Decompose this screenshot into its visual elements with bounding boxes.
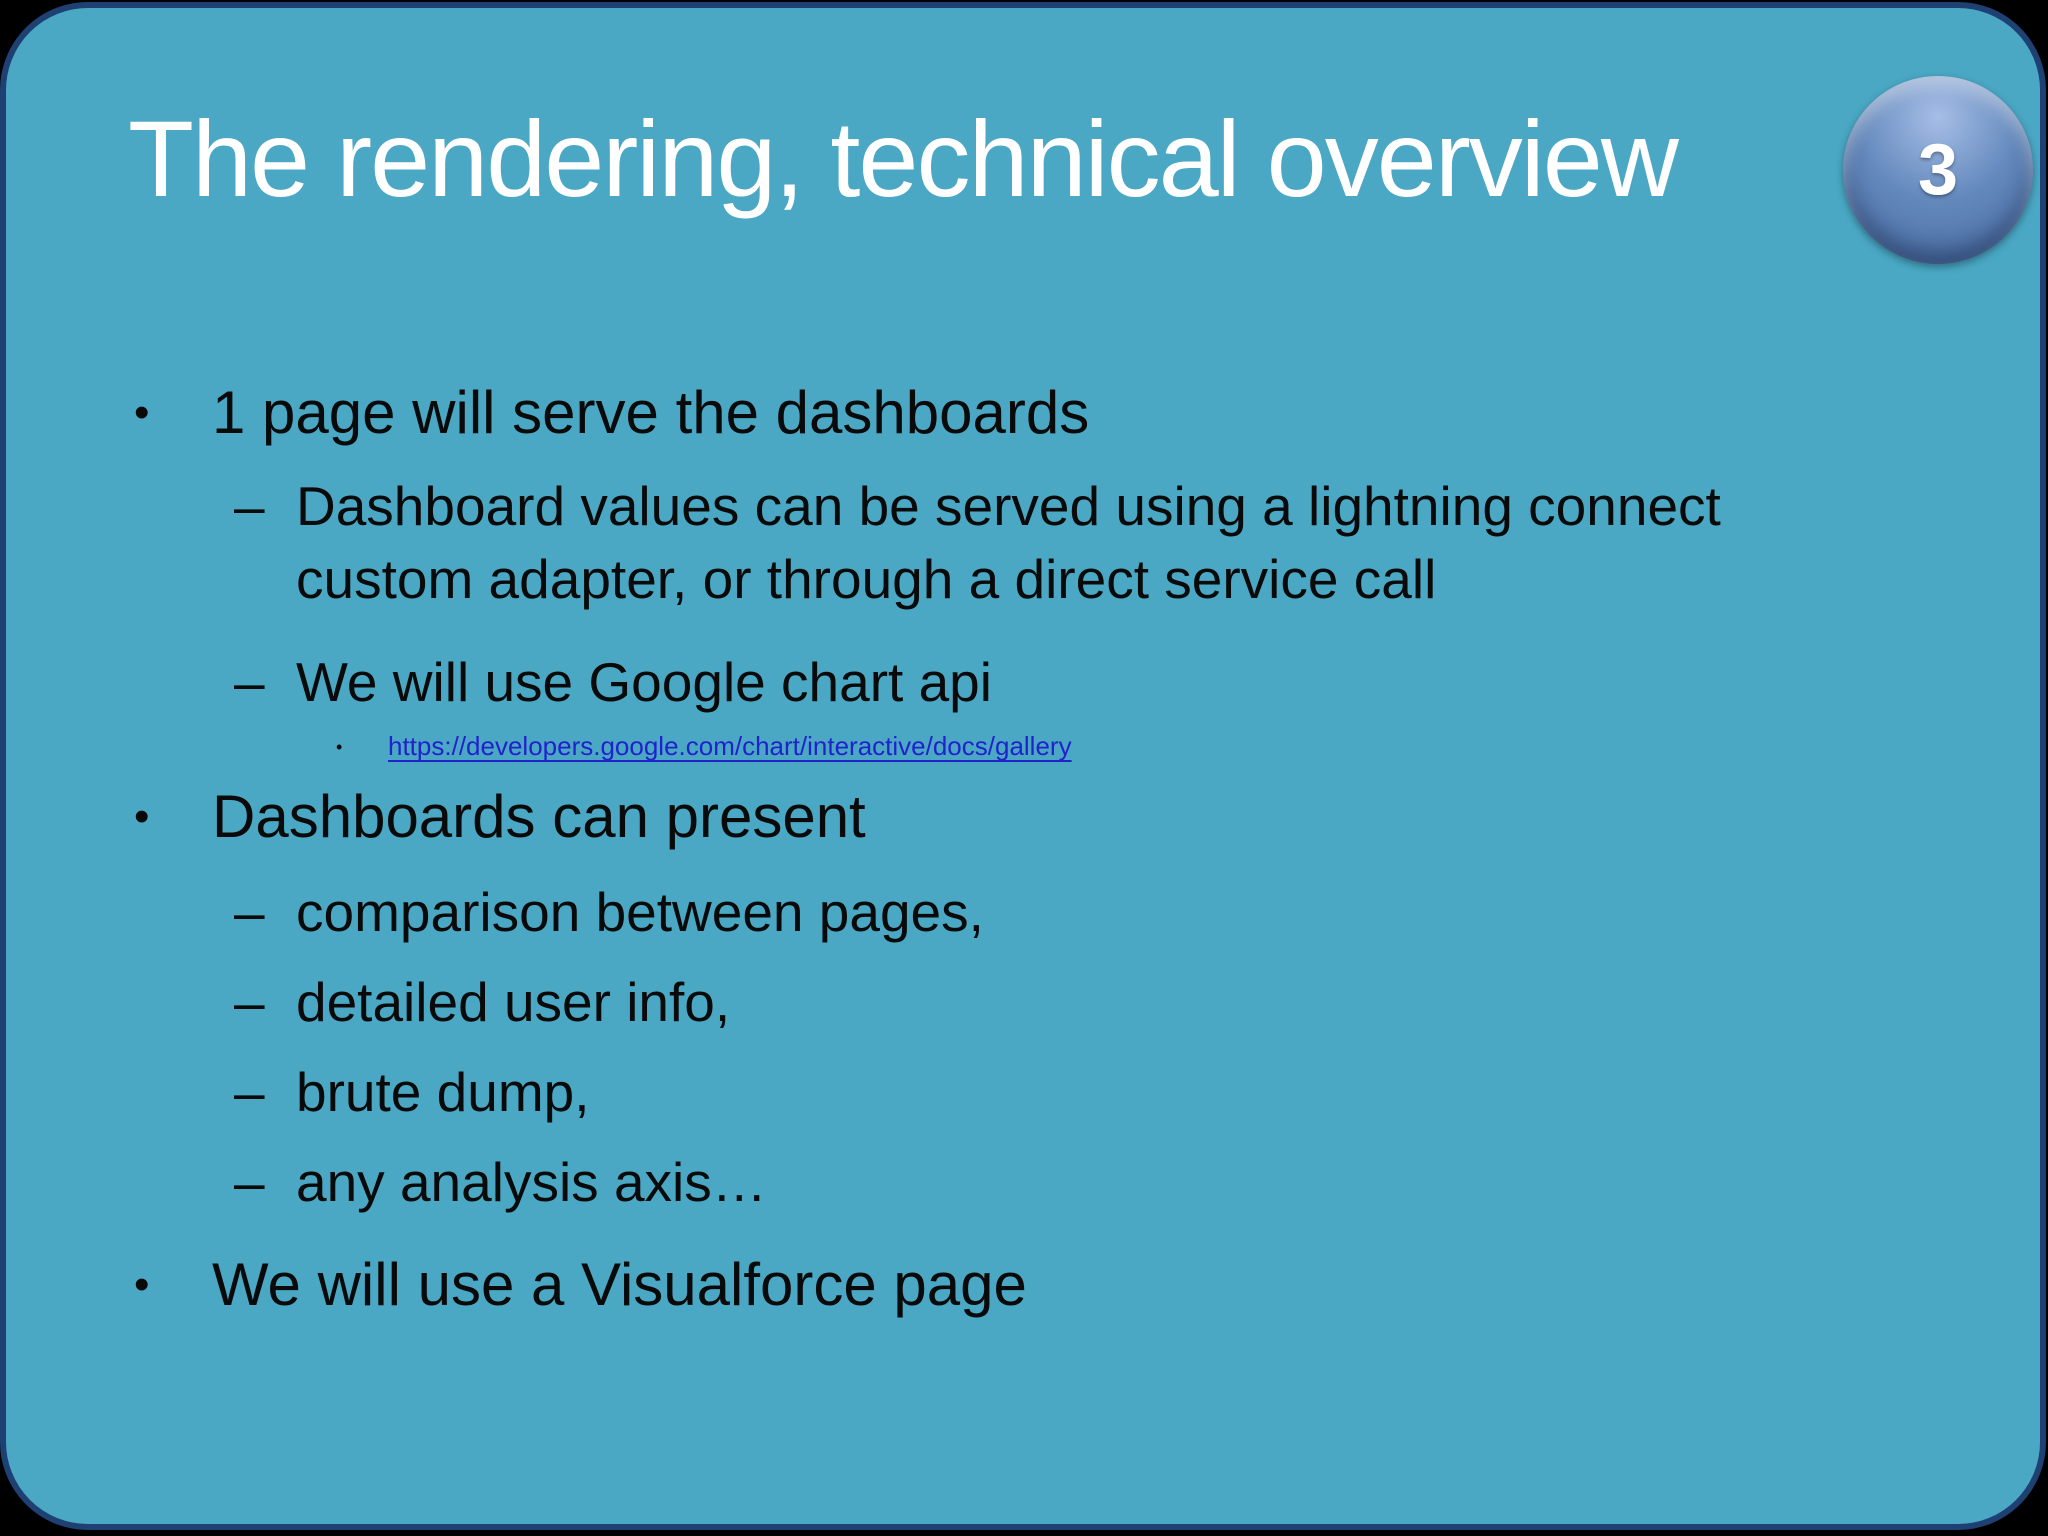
bullet-item: • 1 page will serve the dashboards [134, 376, 1089, 449]
bullet-text: Dashboards can present [212, 783, 866, 850]
bullet-text: 1 page will serve the dashboards [212, 379, 1090, 446]
bullet-icon: • [134, 792, 150, 841]
dash-icon: – [234, 971, 265, 1033]
sub-bullet-text: We will use Google chart api [296, 651, 992, 713]
page-number: 3 [1917, 130, 1959, 210]
sub-bullet-item: – comparison between pages, [234, 876, 984, 949]
bullet-text: We will use a Visualforce page [212, 1251, 1027, 1318]
sub-bullet-text: any analysis axis… [296, 1151, 767, 1213]
bullet-item: • Dashboards can present [134, 780, 866, 853]
sub-bullet-text: brute dump, [296, 1061, 590, 1123]
sub-bullet-item: – detailed user info, [234, 966, 730, 1039]
page-number-badge: 3 [1843, 76, 2033, 264]
link-bullet-item: • https://developers.google.com/chart/in… [336, 730, 1072, 764]
sub-bullet-text: comparison between pages, [296, 881, 984, 943]
bullet-icon: • [336, 737, 343, 757]
sub-bullet-item: – Dashboard values can be served using a… [234, 470, 1906, 616]
dash-icon: – [234, 475, 265, 537]
sub-bullet-item: – brute dump, [234, 1056, 590, 1129]
bullet-icon: • [134, 1260, 150, 1309]
sub-bullet-text: detailed user info, [296, 971, 731, 1033]
dash-icon: – [234, 1151, 265, 1213]
sub-bullet-item: – any analysis axis… [234, 1146, 767, 1219]
gallery-link[interactable]: https://developers.google.com/chart/inte… [388, 731, 1072, 761]
slide-title: The rendering, technical overview [128, 98, 1679, 219]
bullet-item: • We will use a Visualforce page [134, 1248, 1027, 1321]
dash-icon: – [234, 1061, 265, 1123]
dash-icon: – [234, 651, 265, 713]
sub-bullet-text: Dashboard values can be served using a l… [296, 475, 1721, 611]
bullet-icon: • [134, 388, 150, 437]
dash-icon: – [234, 881, 265, 943]
sub-bullet-item: – We will use Google chart api [234, 646, 992, 719]
